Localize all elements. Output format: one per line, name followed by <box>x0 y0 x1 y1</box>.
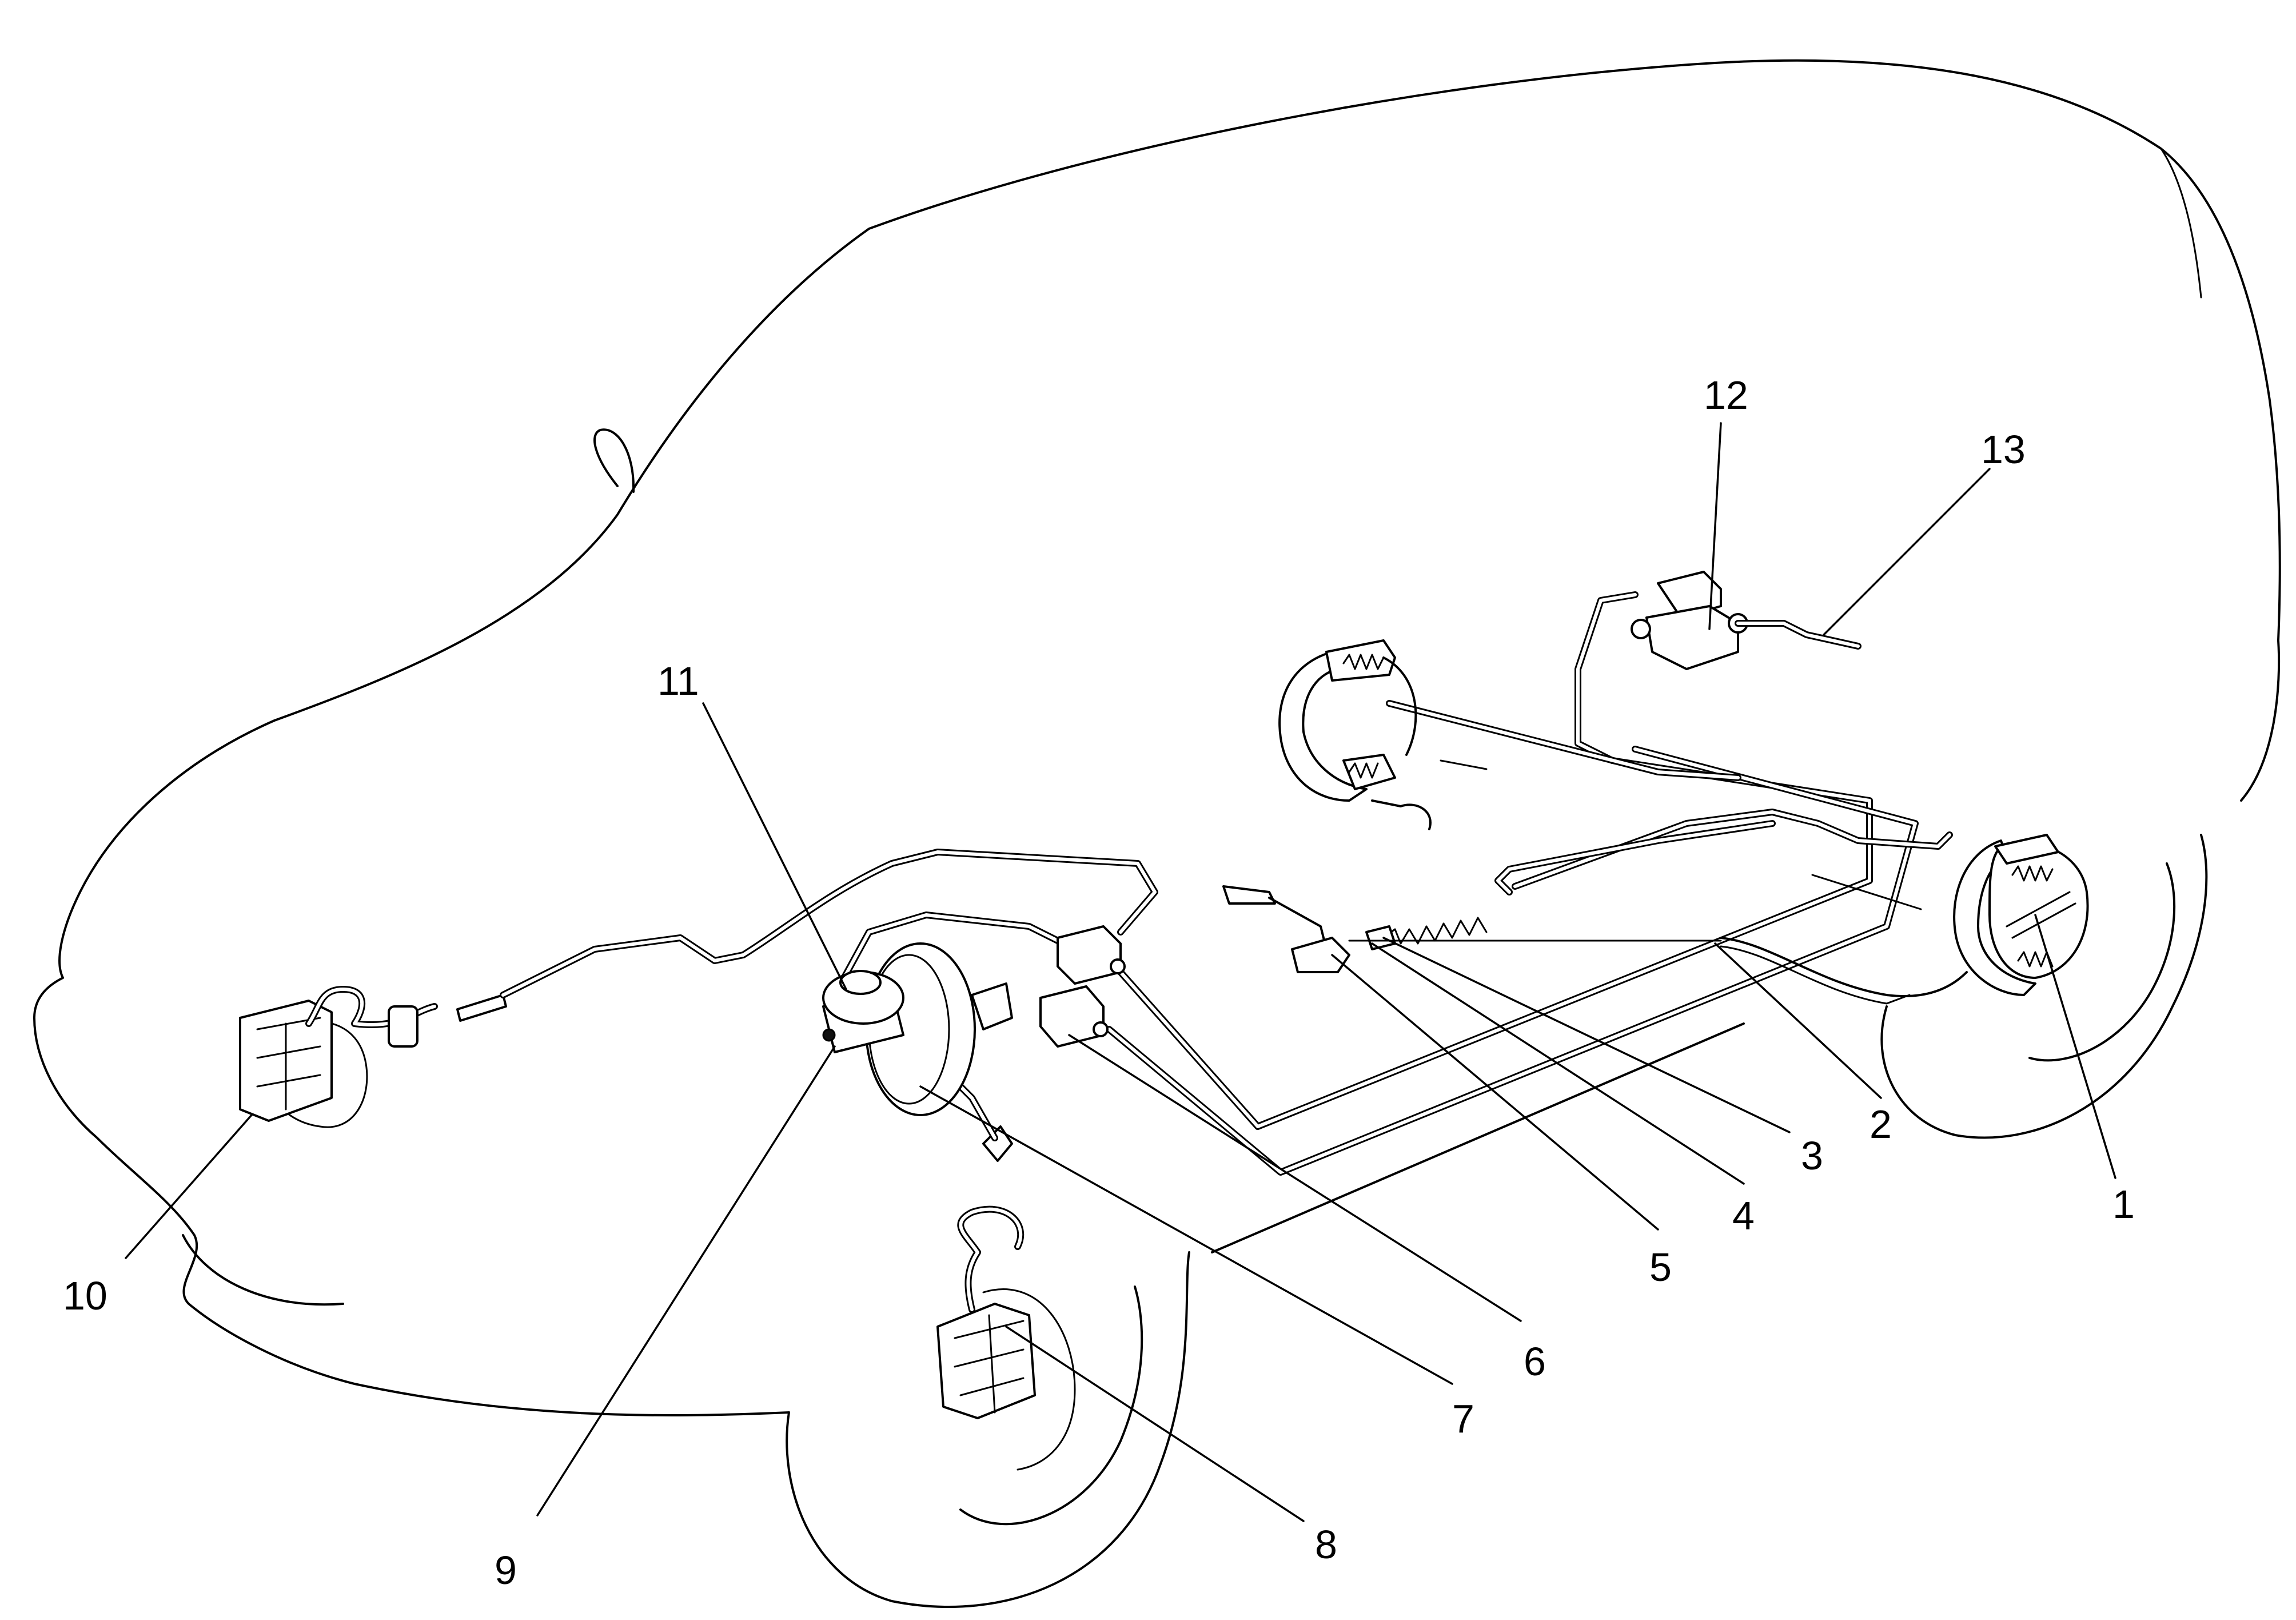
leader-5 <box>1331 954 1659 1231</box>
callout-1: 1 <box>2112 1182 2135 1227</box>
rear-tyre-inner <box>2028 862 2176 1062</box>
right-drum-cylinder <box>1994 834 2059 865</box>
leader-1 <box>2034 914 2116 1179</box>
valve-lower-port <box>1093 1021 1109 1037</box>
front-wheel <box>786 1251 1190 1608</box>
callout-10: 10 <box>63 1273 107 1318</box>
front-disc-edge <box>982 1288 1076 1471</box>
rear-load-valve <box>1631 571 1861 670</box>
left-caliper-detail <box>256 1017 321 1110</box>
sill-line <box>1211 1022 1745 1253</box>
leader-4 <box>1371 942 1745 1185</box>
front-bumper-lower <box>182 1234 344 1306</box>
pipe-left-front <box>500 849 1158 998</box>
callout-labels: 1 2 3 4 5 6 7 8 9 10 11 12 13 <box>63 373 2135 1593</box>
vehicle-body <box>33 59 2281 1416</box>
reservoir-cap <box>839 970 882 995</box>
pressure-valves <box>1039 925 1126 1048</box>
right-drum-strut <box>2006 891 2076 939</box>
brake-pipes <box>500 591 1953 1176</box>
handbrake-assembly <box>1222 885 1968 1005</box>
left-rear-drum <box>1278 639 1488 830</box>
callout-12: 12 <box>1704 373 1748 417</box>
equaliser <box>1365 925 1396 950</box>
leader-12 <box>1708 422 1722 630</box>
cable-sheath-right-inner <box>1720 945 1911 1005</box>
equaliser-spring <box>1382 917 1488 945</box>
brake-booster-assembly <box>822 942 1013 1116</box>
left-drum-lever <box>1371 799 1432 830</box>
leader-9 <box>536 1045 836 1516</box>
handbrake-base <box>1291 937 1350 973</box>
cable-sheath-right <box>1720 937 1968 997</box>
callout-13: 13 <box>1981 427 2026 472</box>
callout-4: 4 <box>1732 1193 1755 1238</box>
leader-7 <box>919 1085 1453 1385</box>
left-front-brake <box>239 986 507 1128</box>
right-drum-axis <box>1811 874 1922 910</box>
right-caliper-detail <box>954 1314 1025 1414</box>
roof-rear-edge <box>2160 148 2202 298</box>
pedal-bracket <box>971 982 1013 1030</box>
callout-9: 9 <box>495 1548 517 1593</box>
left-drum-lower-spring <box>1348 762 1379 779</box>
front-tyre-inner <box>959 1285 1143 1526</box>
front-tyre <box>786 1251 1190 1608</box>
pipe-rear-loop <box>1494 820 1776 895</box>
pipe-right-rear-drum <box>1512 809 1953 890</box>
callout-6: 6 <box>1524 1339 1546 1384</box>
leader-8 <box>1005 1326 1305 1522</box>
callout-11: 11 <box>657 659 699 703</box>
left-drum-axis <box>1440 759 1488 770</box>
right-rear-drum <box>1811 834 2089 996</box>
left-hose-fitting <box>456 994 507 1022</box>
right-drum-plate <box>1988 841 2089 979</box>
left-drum-backplate <box>1382 656 1417 756</box>
callout-5: 5 <box>1649 1245 1672 1289</box>
pipe-to-rear-upper <box>1117 591 1873 1130</box>
valve-upper <box>1057 925 1122 985</box>
callout-7: 7 <box>1452 1396 1474 1441</box>
rear-tyre <box>1880 834 2208 1139</box>
leader-11 <box>702 702 847 990</box>
leader-3 <box>1382 937 1791 1133</box>
pipe-left-rear-drum <box>1386 700 1741 781</box>
callout-3: 3 <box>1801 1133 1823 1178</box>
leader-10 <box>125 1114 253 1259</box>
mirror-outline <box>593 428 635 493</box>
leader-13 <box>1823 468 1991 636</box>
right-drum-spring-upper <box>2011 865 2054 882</box>
master-port <box>822 1028 836 1042</box>
rear-wheel <box>1880 834 2208 1139</box>
load-valve-body <box>1645 605 1739 670</box>
right-caliper <box>936 1303 1036 1419</box>
left-drum-shoe <box>1278 651 1368 802</box>
pipe-to-rear-lower <box>1106 746 1919 1176</box>
body-silhouette <box>33 59 2281 1416</box>
leader-6 <box>1068 1034 1522 1322</box>
left-drum-cylinder <box>1325 639 1396 682</box>
valve-upper-port <box>1110 958 1126 974</box>
left-drum-spring <box>1342 654 1385 670</box>
leader-2 <box>1714 942 1882 1099</box>
handbrake-grip <box>1222 885 1276 905</box>
callout-leaders <box>125 422 2116 1522</box>
right-drum-shoe <box>1953 839 2036 996</box>
load-valve-port-a <box>1631 619 1651 639</box>
left-hose-bracket <box>388 1005 418 1048</box>
callout-2: 2 <box>1870 1102 1892 1147</box>
right-front-brake <box>936 1125 1036 1419</box>
callout-8: 8 <box>1315 1522 1337 1567</box>
